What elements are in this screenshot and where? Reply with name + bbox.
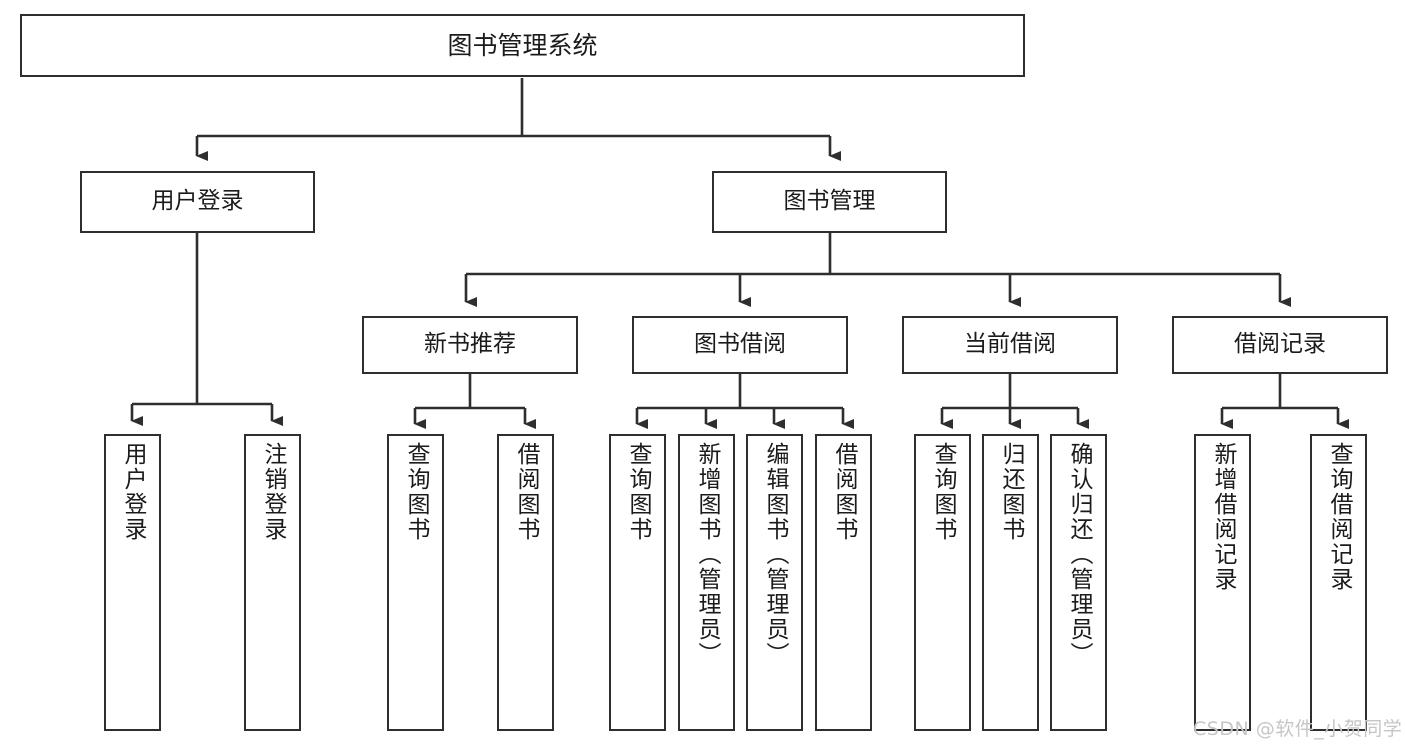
leaf-label: 查询图书 [930, 442, 956, 542]
leaf-new-book-query-book[interactable]: 查询图书 [387, 434, 444, 731]
leaf-label: 注销登录 [260, 442, 286, 542]
leaf-borrow-add-book-admin[interactable]: 新增图书（管理员） [678, 434, 735, 731]
leaf-label: 新增借阅记录 [1210, 442, 1236, 592]
leaf-record-add-borrow-record[interactable]: 新增借阅记录 [1194, 434, 1251, 731]
node-current-borrow-label: 当前借阅 [964, 331, 1056, 358]
node-root-book-management-system[interactable]: 图书管理系统 [20, 14, 1025, 77]
leaf-label: 借阅图书 [513, 442, 539, 542]
node-user-login[interactable]: 用户登录 [80, 171, 315, 233]
leaf-borrow-query-book[interactable]: 查询图书 [609, 434, 666, 731]
node-book-borrow-label: 图书借阅 [694, 331, 786, 358]
leaf-new-book-borrow-book[interactable]: 借阅图书 [497, 434, 554, 731]
leaf-user-login-logout[interactable]: 注销登录 [244, 434, 301, 731]
node-new-book-recommend-label: 新书推荐 [424, 331, 516, 358]
leaf-current-query-book[interactable]: 查询图书 [914, 434, 971, 731]
leaf-current-confirm-return-admin[interactable]: 确认归还（管理员） [1050, 434, 1107, 731]
leaf-label: 新增图书（管理员） [694, 442, 720, 667]
leaf-record-query-borrow-record[interactable]: 查询借阅记录 [1310, 434, 1367, 731]
leaf-label: 查询图书 [625, 442, 651, 542]
node-root-label: 图书管理系统 [447, 30, 598, 60]
watermark-text: CSDN @软件_小贺同学 [1193, 718, 1403, 740]
leaf-label: 编辑图书（管理员） [762, 442, 788, 667]
leaf-user-login-login[interactable]: 用户登录 [104, 434, 161, 731]
node-new-book-recommend[interactable]: 新书推荐 [362, 316, 578, 374]
node-current-borrow[interactable]: 当前借阅 [902, 316, 1118, 374]
node-borrow-record[interactable]: 借阅记录 [1172, 316, 1388, 374]
leaf-label: 用户登录 [120, 442, 146, 542]
leaf-label: 查询图书 [403, 442, 429, 542]
leaf-label: 借阅图书 [831, 442, 857, 542]
leaf-borrow-edit-book-admin[interactable]: 编辑图书（管理员） [746, 434, 803, 731]
leaf-label: 查询借阅记录 [1326, 442, 1352, 592]
node-book-management[interactable]: 图书管理 [712, 171, 947, 233]
node-borrow-record-label: 借阅记录 [1234, 331, 1326, 358]
node-user-login-label: 用户登录 [151, 188, 244, 215]
node-book-management-label: 图书管理 [783, 188, 876, 215]
leaf-label: 确认归还（管理员） [1066, 442, 1092, 667]
leaf-current-return-book[interactable]: 归还图书 [982, 434, 1039, 731]
leaf-label: 归还图书 [998, 442, 1024, 542]
node-book-borrow[interactable]: 图书借阅 [632, 316, 848, 374]
leaf-borrow-borrow-book[interactable]: 借阅图书 [815, 434, 872, 731]
